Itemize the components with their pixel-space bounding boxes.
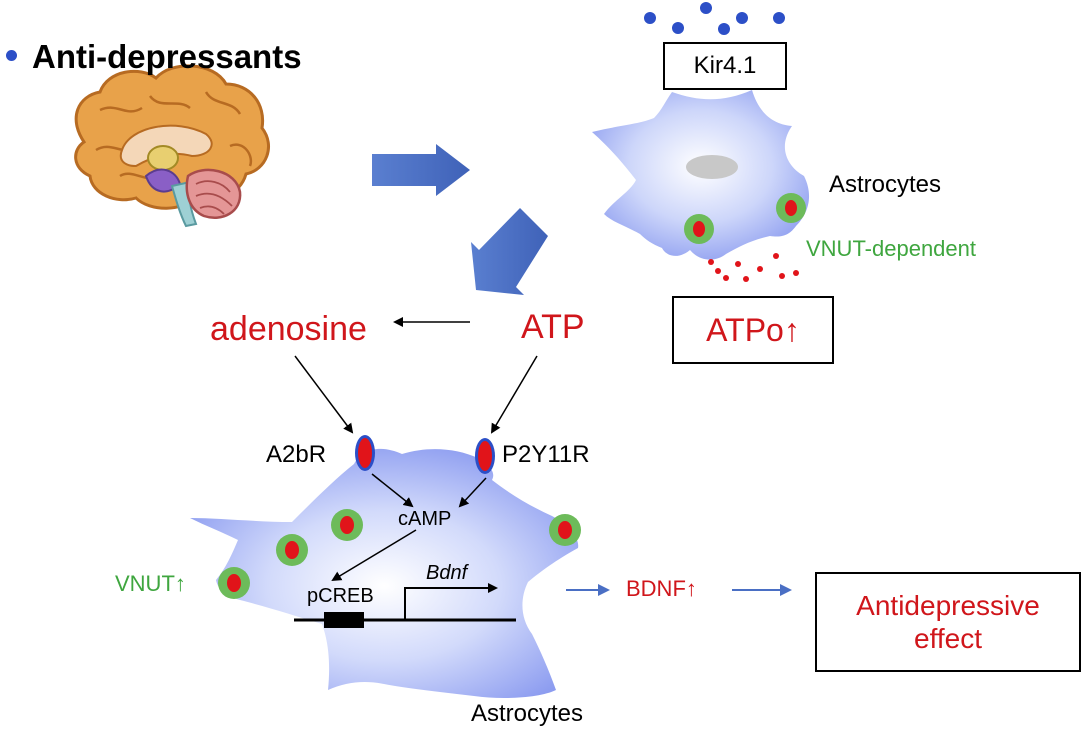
bdnf-gene-label: Bdnf: [426, 562, 468, 584]
vnut-vesicle-1: [218, 567, 250, 599]
diagram-title: Anti-depressants: [32, 38, 302, 75]
atp-label: ATP: [521, 308, 585, 346]
effect-line-1: Antidepressive: [856, 589, 1040, 621]
vnut-vesicle-3: [331, 509, 363, 541]
atpo-label: ATPo↑: [706, 311, 800, 348]
right-flow-arrow: [372, 144, 470, 196]
atpo-box: ATPo↑: [672, 296, 834, 364]
camp-label: cAMP: [398, 508, 452, 530]
released-atp-dots: [708, 253, 799, 282]
vnut-vesicle-4: [549, 514, 581, 546]
top-vesicle-right: [776, 193, 806, 223]
vnut-up-label: VNUT↑: [115, 571, 186, 596]
kir41-channel-box: Kir4.1: [663, 42, 787, 90]
transcription-start-arrow: [404, 583, 498, 620]
top-astrocyte-nucleus: [686, 155, 738, 179]
top-vesicle-left: [684, 214, 714, 244]
a2br-receptor: [355, 435, 375, 471]
top-astrocytes-label: Astrocytes: [829, 171, 942, 198]
promoter-box: [324, 612, 364, 628]
adenosine-to-a2br-arrow: [294, 355, 354, 434]
brain-illustration: [74, 64, 271, 228]
down-left-flow-arrow: [471, 208, 548, 295]
atp-to-p2y11r-arrow: [490, 355, 538, 434]
kir41-label: Kir4.1: [693, 52, 757, 79]
adenosine-label: adenosine: [210, 310, 367, 348]
effect-line-2: effect: [914, 623, 982, 654]
title-bullet-dot: [6, 50, 17, 61]
pcreb-label: pCREB: [307, 585, 374, 607]
p2y11r-receptor: [475, 438, 495, 474]
antidepressive-effect-box: Antidepressive effect: [815, 572, 1081, 672]
vnut-dependent-label: VNUT-dependent: [806, 236, 976, 261]
p2y11r-to-camp-arrow: [458, 477, 487, 508]
p2y11r-label: P2Y11R: [502, 441, 590, 468]
camp-to-pcreb-arrow: [331, 529, 417, 582]
bottom-astrocyte-cell: [190, 448, 579, 698]
a2br-to-camp-arrow: [371, 473, 414, 508]
bdnf-up-label: BDNF↑: [626, 576, 697, 601]
bottom-astrocytes-label: Astrocytes: [471, 700, 584, 727]
vnut-vesicle-2: [276, 534, 308, 566]
a2br-label: A2bR: [266, 441, 327, 468]
antidepressant-dots: [644, 2, 785, 35]
